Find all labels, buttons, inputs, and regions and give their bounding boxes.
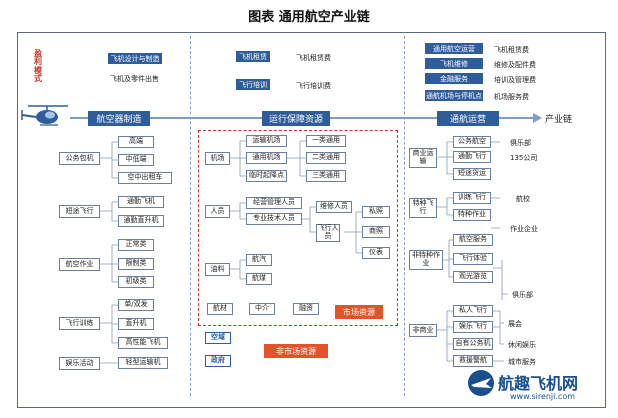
mfg-group-label: 飞行训练 <box>59 317 100 330</box>
op-entity: 休闲娱乐 <box>508 341 536 349</box>
mfg-item: 通勤飞机 <box>118 196 164 208</box>
mfg-item: 高性能飞机 <box>118 337 168 349</box>
op-item: 私人飞行 <box>453 305 493 317</box>
support-item: 经营管理人员 <box>246 197 302 209</box>
mfg-item: 轻型运输机 <box>118 357 168 369</box>
mfg-group-label: 短途飞行 <box>59 205 100 218</box>
support-personnel-label: 人员 <box>205 205 230 218</box>
support-gov-item: 政府 <box>205 355 231 367</box>
support-item: 仪表 <box>362 247 390 259</box>
support-item: 航材 <box>207 303 233 315</box>
watermark-logo-icon <box>468 370 494 396</box>
stage-support: 运行保障资源 <box>262 111 330 126</box>
revenue-text: 维修及配件费 <box>494 61 536 69</box>
mfg-group-label: 公务包机 <box>59 152 100 165</box>
op-item: 娱乐飞行 <box>453 321 493 333</box>
op-item: 观光游览 <box>453 271 493 283</box>
mfg-item: 初级类 <box>118 276 154 288</box>
mfg-item: 正常类 <box>118 239 154 251</box>
chain-label: 产业链 <box>545 115 573 125</box>
support-item: 融资 <box>293 303 319 315</box>
support-item: 通用机场 <box>246 152 287 164</box>
chain-arrow-head <box>533 113 542 123</box>
op-entity: 作业企业 <box>510 225 538 233</box>
support-item: 商照 <box>362 226 390 238</box>
support-gov-item: 空域 <box>205 332 231 344</box>
op-category-label: 特种飞行 <box>409 198 437 218</box>
support-item: 航煤 <box>246 273 272 285</box>
mfg-item: 高端 <box>118 136 154 148</box>
revenue-tag: 飞机维修 <box>425 58 483 69</box>
op-item: 训练飞行 <box>453 192 491 204</box>
op-entity: 航校 <box>516 195 530 203</box>
support-item: 运输机场 <box>246 135 287 147</box>
support-fuel-label: 油料 <box>205 263 230 276</box>
op-item: 通勤飞行 <box>453 151 491 163</box>
mfg-item: 单/双发 <box>118 299 154 311</box>
revenue-text: 飞机租赁费 <box>494 46 529 54</box>
mfg-group-label: 航空作业 <box>59 258 100 271</box>
op-item: 公务航空 <box>453 136 491 148</box>
op-category-label: 非特种作业 <box>409 250 443 270</box>
op-entity: 俱乐部 <box>510 139 531 147</box>
op-category-label: 商业运输 <box>409 148 437 168</box>
diagram-frame <box>17 32 606 408</box>
support-item: 航汽 <box>246 254 272 266</box>
nonmarket-resources-label: 非市场资源 <box>264 344 328 358</box>
separator-1 <box>190 36 191 396</box>
op-entity: 135公司 <box>510 154 538 162</box>
op-entity: 展会 <box>508 320 522 328</box>
op-item: 特种作业 <box>453 209 491 221</box>
mfg-item: 通勤直升机 <box>118 215 164 227</box>
revenue-tag: 通航机场与停机点 <box>425 90 483 101</box>
support-item: 飞行人员 <box>316 224 340 242</box>
op-category-label: 非商业 <box>409 324 437 337</box>
support-item: 三类通用 <box>306 170 346 182</box>
op-item: 飞行体验 <box>453 253 493 265</box>
revenue-tag: 飞行培训 <box>236 79 270 90</box>
op-entity: 城市服务 <box>508 358 536 366</box>
watermark-text: 航趣飞机网 <box>498 374 579 393</box>
market-resources-label: 市场资源 <box>335 305 383 319</box>
support-item: 临时起降点 <box>246 170 287 182</box>
revenue-tag: 飞机设计与制造 <box>108 53 162 64</box>
revenue-tag: 飞机租赁 <box>236 51 270 62</box>
op-item: 救援警航 <box>453 355 493 367</box>
support-item: 维修人员 <box>316 201 352 213</box>
revenue-text: 飞机及零件出售 <box>110 75 159 83</box>
op-item: 航空服务 <box>453 234 493 246</box>
page-title: 图表 通用航空产业链 <box>248 10 370 25</box>
support-item: 中介 <box>249 303 275 315</box>
revenue-text: 飞机租赁费 <box>296 54 331 62</box>
separator-2 <box>404 36 405 396</box>
revenue-text: 培训及管理费 <box>494 76 536 84</box>
profit-mode-label: 盈利模式 <box>34 49 42 84</box>
revenue-tag: 金融服务 <box>425 73 483 84</box>
watermark-url: www.sirenji.com <box>510 392 576 401</box>
support-item: 私照 <box>362 206 390 218</box>
market-resources-box <box>198 130 398 326</box>
mfg-group-label: 娱乐活动 <box>59 357 100 370</box>
revenue-text: 飞行培训费 <box>296 82 331 90</box>
revenue-tag: 通用航空运营 <box>425 43 483 54</box>
mfg-item: 限制类 <box>118 258 154 270</box>
op-entity: 俱乐部 <box>512 291 533 299</box>
support-airport-label: 机场 <box>205 152 230 165</box>
stage-manufacture: 航空器制造 <box>88 111 150 126</box>
mfg-item: 中低端 <box>118 154 154 166</box>
support-item: 专业技术人员 <box>246 213 302 225</box>
helicopter-icon <box>21 105 68 126</box>
op-item: 自有公务机 <box>453 338 493 350</box>
support-item: 一类通用 <box>306 135 346 147</box>
stage-operation: 通航运营 <box>437 111 499 126</box>
op-item: 短途货运 <box>453 168 491 180</box>
revenue-text: 机场服务费 <box>494 93 529 101</box>
mfg-item: 直升机 <box>118 318 154 330</box>
support-item: 二类通用 <box>306 152 346 164</box>
mfg-item: 空中出租车 <box>118 172 172 184</box>
